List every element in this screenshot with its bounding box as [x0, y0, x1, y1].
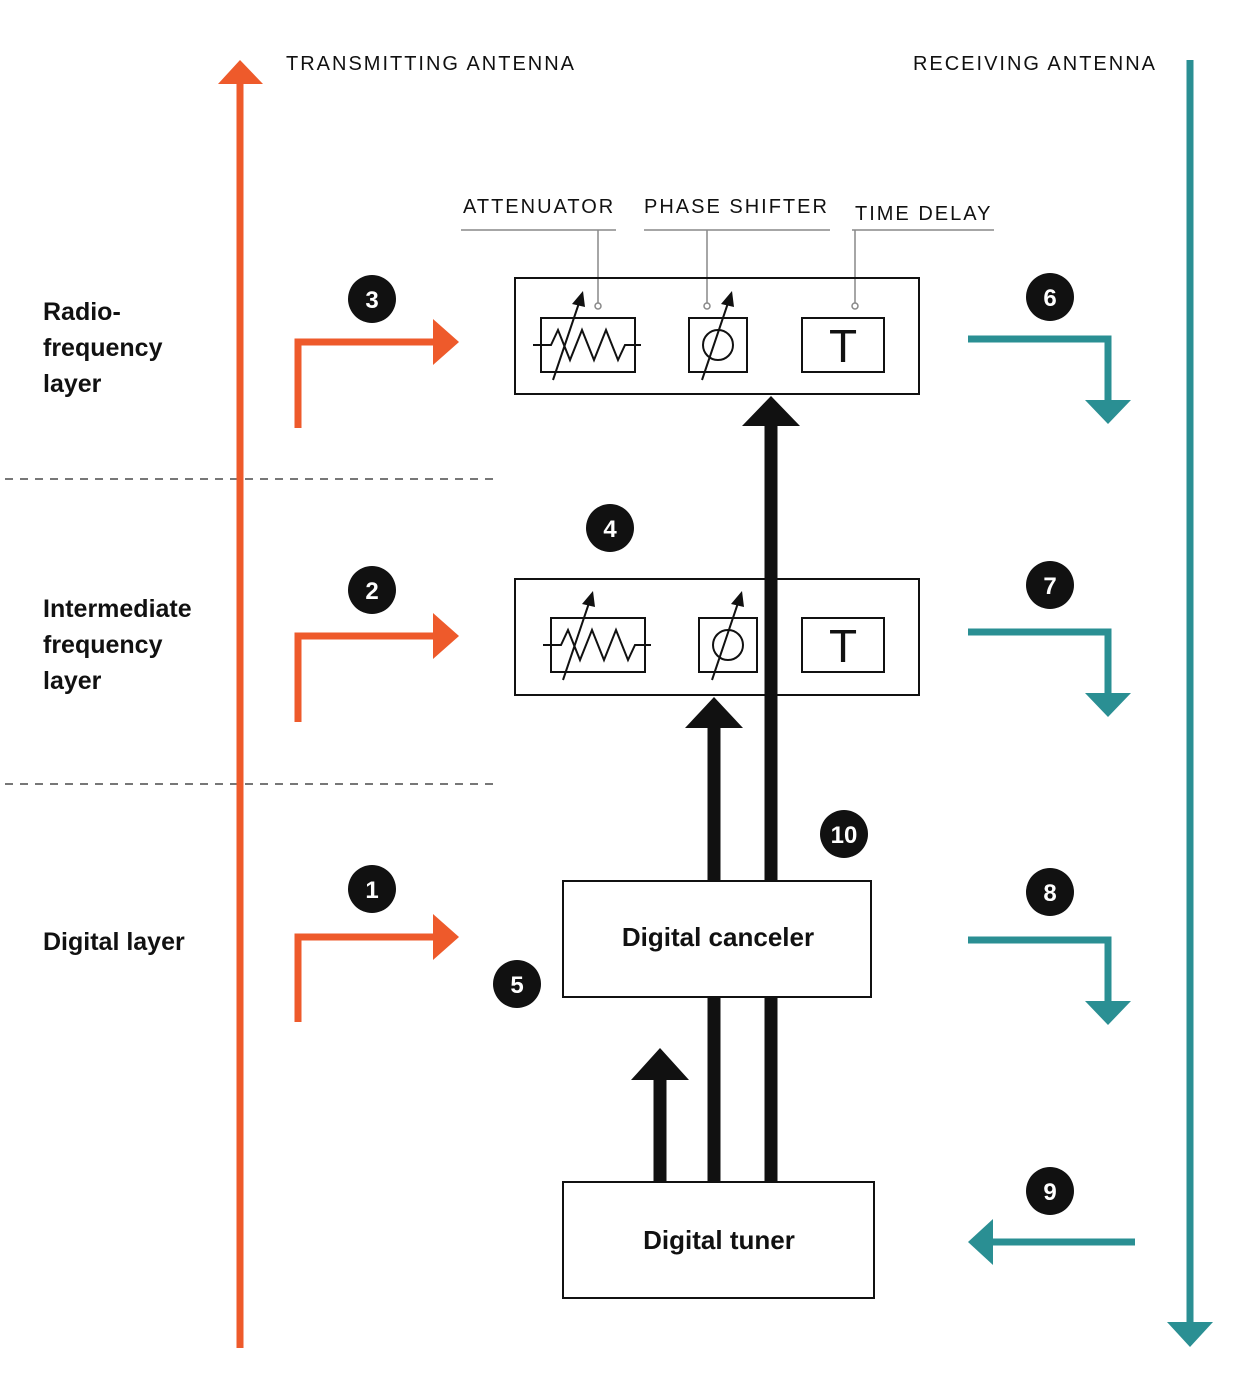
receive-antenna-arrow	[1167, 60, 1213, 1347]
svg-text:2: 2	[365, 578, 378, 605]
svg-text:T: T	[829, 620, 857, 672]
svg-text:9: 9	[1043, 1179, 1056, 1206]
badge-3: 3	[348, 275, 396, 323]
if-time-delay-symbol: T	[801, 617, 885, 673]
digital-receive-arrow	[968, 936, 1131, 1025]
svg-text:6: 6	[1043, 285, 1056, 312]
if-transmit-tap-arrow	[294, 613, 459, 722]
if-layer-label: Intermediate frequency layer	[43, 595, 199, 695]
if-attenuator-symbol	[543, 591, 651, 681]
digital-canceler-box	[562, 880, 872, 998]
svg-text:10: 10	[831, 822, 858, 849]
svg-text:T: T	[829, 320, 857, 372]
tuner-to-digital-path	[631, 1048, 689, 1182]
badge-9: 9	[1026, 1167, 1074, 1215]
badge-5: 5	[493, 960, 541, 1008]
rf-layer-label: Radio- frequency layer	[43, 298, 169, 398]
digital-layer-label: Digital layer	[43, 928, 185, 956]
digital-canceler-label: Digital canceler	[622, 922, 814, 952]
receive-antenna-label: RECEIVING ANTENNA	[913, 53, 1157, 75]
callout-leader-lines	[594, 230, 859, 310]
if-receive-arrow	[968, 628, 1131, 717]
rf-receive-arrow	[968, 335, 1131, 424]
canceler-to-rf-path	[742, 396, 800, 881]
tuner-input-arrow	[968, 1219, 1135, 1265]
rf-time-delay-symbol: T	[801, 317, 885, 373]
svg-text:5: 5	[510, 972, 523, 999]
transmit-antenna-arrow	[218, 60, 263, 1348]
digital-tuner-box	[562, 1181, 875, 1299]
if-component-box	[514, 578, 920, 696]
badge-8: 8	[1026, 868, 1074, 916]
rf-component-box	[514, 277, 920, 395]
svg-text:4: 4	[603, 516, 617, 543]
rf-transmit-tap-arrow	[294, 319, 459, 428]
badge-1: 1	[348, 865, 396, 913]
svg-text:3: 3	[365, 287, 378, 314]
rf-attenuator-symbol	[533, 291, 641, 381]
badge-10: 10	[820, 810, 868, 858]
tuner-to-canceler-paths	[707, 997, 778, 1182]
digital-transmit-tap-arrow	[294, 914, 459, 1022]
badge-6: 6	[1026, 273, 1074, 321]
svg-text:8: 8	[1043, 880, 1056, 907]
svg-text:1: 1	[365, 877, 378, 904]
canceler-to-if-path	[685, 697, 743, 881]
attenuator-label: ATTENUATOR	[463, 196, 615, 218]
badge-4: 4	[586, 504, 634, 552]
phase-shifter-label: PHASE SHIFTER	[644, 196, 829, 218]
transmit-antenna-label: TRANSMITTING ANTENNA	[286, 53, 576, 75]
badge-2: 2	[348, 566, 396, 614]
digital-tuner-label: Digital tuner	[643, 1225, 795, 1255]
time-delay-label: TIME DELAY	[855, 203, 992, 225]
rf-phase-shifter-symbol	[688, 291, 748, 381]
svg-text:7: 7	[1043, 573, 1056, 600]
badge-7: 7	[1026, 561, 1074, 609]
if-phase-shifter-symbol	[698, 591, 758, 681]
